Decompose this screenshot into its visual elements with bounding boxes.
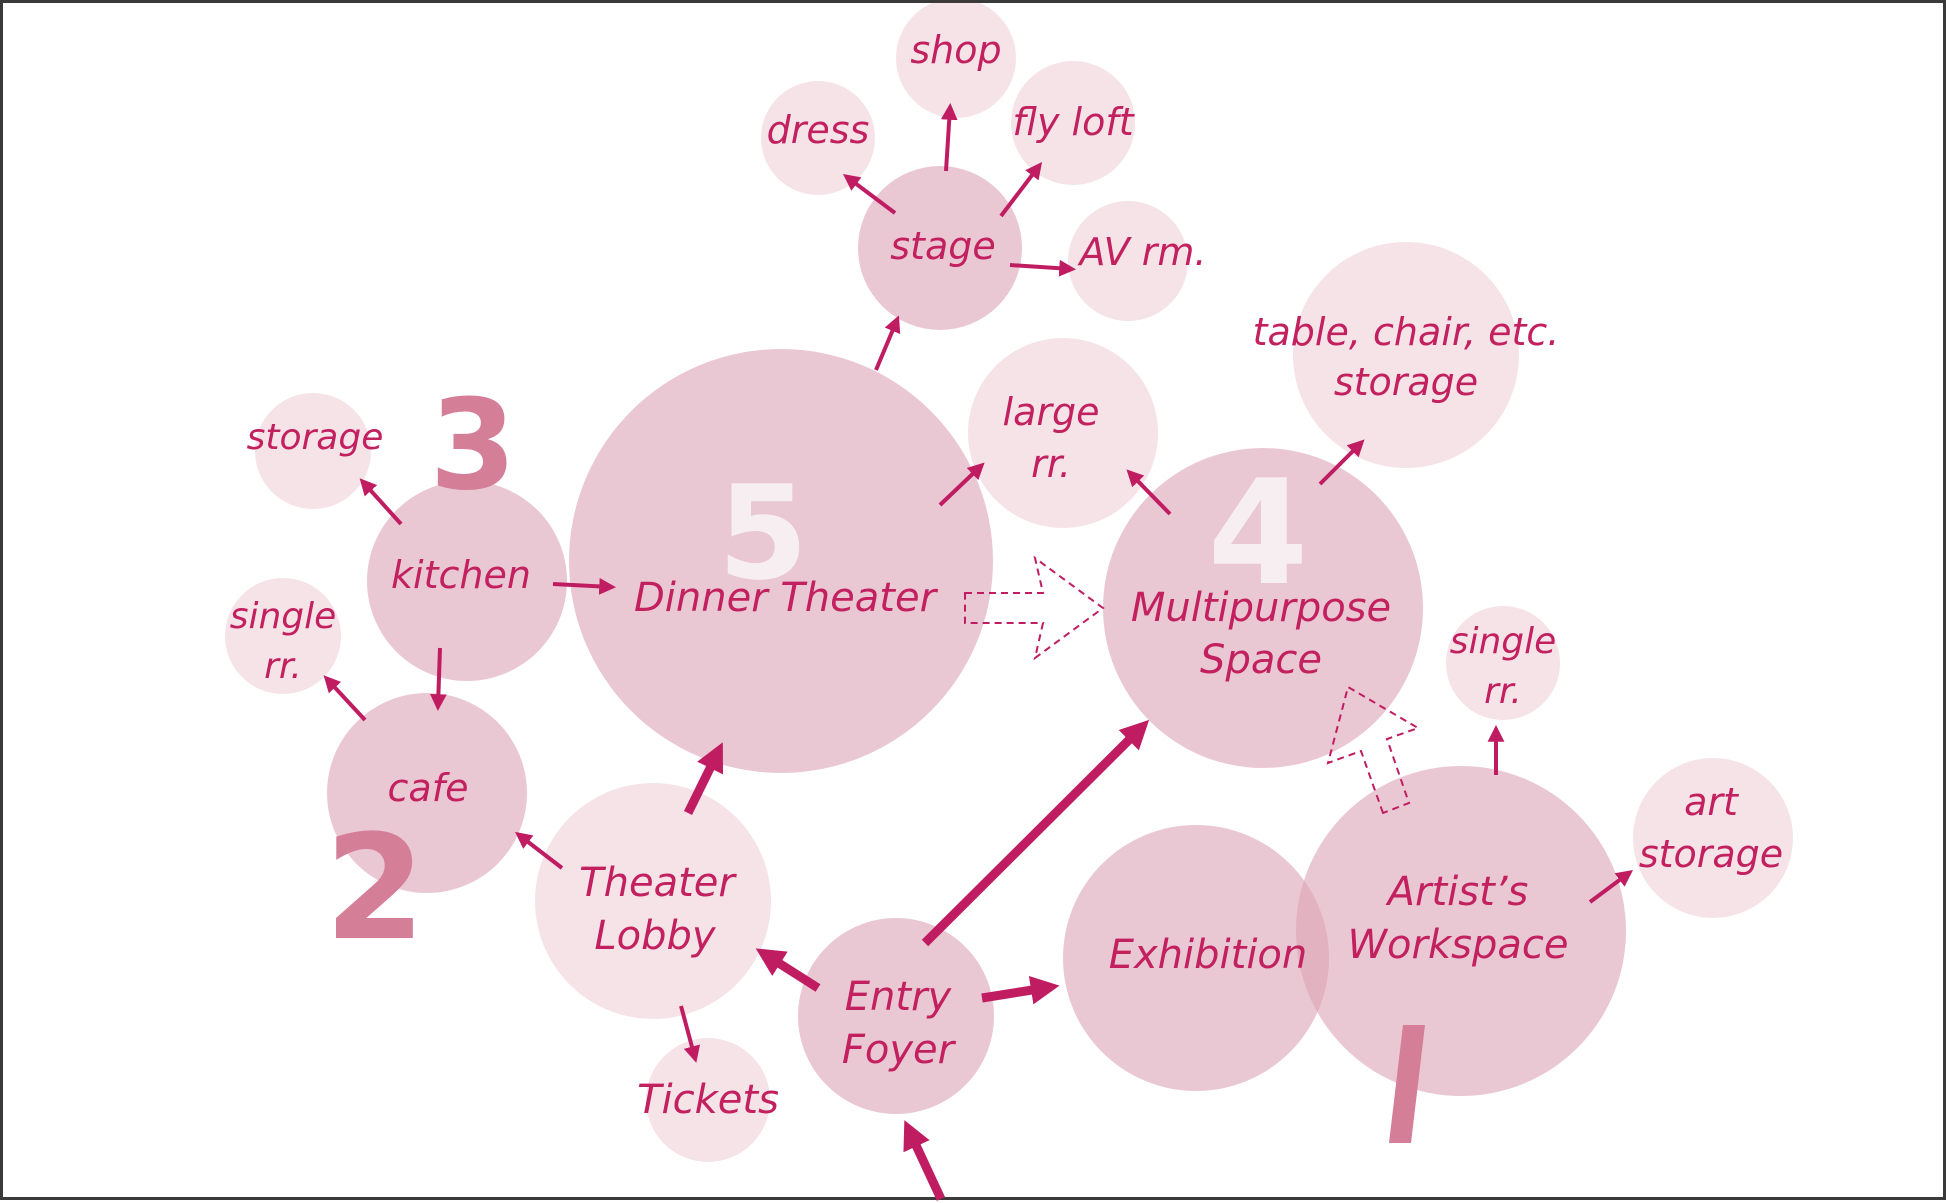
label-entry-foyer-line1: Entry bbox=[845, 974, 953, 1020]
bubble-av-room bbox=[1068, 201, 1188, 321]
bubble-storage bbox=[255, 393, 371, 509]
large-bubbles bbox=[327, 166, 1626, 1114]
label-av-room: AV rm. bbox=[1077, 230, 1207, 274]
label-theater-lobby-line2: Lobby bbox=[594, 913, 717, 959]
label-art-storage-line2: storage bbox=[1639, 832, 1783, 876]
label-table-chair-storage-line2: storage bbox=[1334, 360, 1478, 404]
bubble-dress bbox=[761, 81, 875, 195]
arrow-kitchen-to-dinner bbox=[552, 578, 617, 595]
label-multipurpose-line1: Multipurpose bbox=[1131, 585, 1391, 631]
arrow-dinner-to-large-rr bbox=[938, 462, 985, 507]
phase-number-4: 4 bbox=[1208, 449, 1309, 618]
small-bubbles bbox=[225, 3, 1793, 1162]
arrow-outside-to-foyer bbox=[903, 1120, 946, 1201]
arrow-stage-to-dress bbox=[842, 173, 897, 215]
label-artists-workspace-line1: Artist’s bbox=[1385, 869, 1529, 915]
arrow-stage-to-fly-loft bbox=[999, 161, 1043, 218]
arrow-kitchen-to-cafe bbox=[430, 647, 447, 712]
label-single-rr-left-line1: single bbox=[230, 596, 337, 637]
label-dinner-theater: Dinner Theater bbox=[634, 575, 939, 621]
label-fly-loft: fly loft bbox=[1012, 100, 1135, 144]
label-exhibition: Exhibition bbox=[1109, 932, 1308, 978]
label-theater-lobby-line1: Theater bbox=[579, 860, 737, 906]
bubble-table-chair-storage bbox=[1293, 242, 1519, 468]
label-artists-workspace-line2: Workspace bbox=[1348, 922, 1569, 968]
label-dress: dress bbox=[767, 108, 870, 152]
arrow-kitchen-to-storage bbox=[359, 478, 403, 526]
arrow-cafe-to-single-rr bbox=[323, 675, 367, 722]
bubble-cafe bbox=[327, 693, 527, 893]
bubble-kitchen bbox=[367, 481, 567, 681]
labels: shop dress fly loft stage AV rm. table, … bbox=[230, 28, 1783, 1123]
arrow-multipurpose-to-large-rr bbox=[1126, 469, 1172, 516]
bubble-artists-workspace bbox=[1296, 766, 1626, 1096]
label-table-chair-storage-line1: table, chair, etc. bbox=[1253, 310, 1560, 354]
label-multipurpose-line2: Space bbox=[1200, 637, 1322, 683]
dashed-arrow-dinner-to-multipurpose bbox=[964, 555, 1105, 661]
bubble-entry-foyer bbox=[798, 918, 994, 1114]
bubble-tickets bbox=[646, 1038, 770, 1162]
bubble-theater-lobby bbox=[535, 783, 771, 1019]
bubble-shop bbox=[896, 3, 1016, 118]
label-stage: stage bbox=[890, 224, 995, 268]
bubble-multipurpose-space bbox=[1103, 448, 1423, 768]
arrow-workspace-to-art-storage bbox=[1588, 869, 1634, 904]
arrow-foyer-to-multipurpose bbox=[921, 719, 1150, 947]
arrow-dinner-to-stage bbox=[874, 315, 901, 371]
label-storage: storage bbox=[247, 417, 384, 458]
phase-number-5: 5 bbox=[718, 457, 808, 609]
dashed-arrow-workspace-to-multipurpose bbox=[1326, 685, 1421, 815]
arrow-stage-to-shop bbox=[940, 102, 958, 172]
bubble-exhibition bbox=[1063, 825, 1329, 1091]
label-shop: shop bbox=[910, 28, 1001, 72]
bubble-diagram: 5 4 3 2 shop dress bbox=[225, 3, 1793, 1201]
arrow-lobby-to-cafe bbox=[515, 831, 564, 870]
phase-numbers: 5 4 3 2 bbox=[325, 373, 1425, 1143]
label-single-rr-right-line1: single bbox=[1450, 621, 1557, 662]
arrow-lobby-to-dinner bbox=[683, 742, 724, 815]
bubble-stage bbox=[858, 166, 1022, 330]
thick-arrows bbox=[683, 719, 1150, 1201]
arrow-foyer-to-exhibition bbox=[981, 975, 1060, 1005]
label-large-rr-line2: rr. bbox=[1031, 442, 1071, 486]
arrows bbox=[323, 102, 1634, 1063]
bubble-large-rr bbox=[968, 338, 1158, 528]
bubble-art-storage bbox=[1633, 758, 1793, 918]
bubble-single-rr-right bbox=[1446, 606, 1560, 720]
phase-number-2: 2 bbox=[325, 804, 426, 973]
arrow-stage-to-av-room bbox=[1009, 259, 1077, 277]
label-large-rr-line1: large bbox=[1003, 390, 1100, 434]
label-tickets: Tickets bbox=[637, 1077, 779, 1123]
label-kitchen: kitchen bbox=[391, 553, 531, 597]
bubble-dinner-theater bbox=[569, 349, 993, 773]
bubble-fly-loft bbox=[1011, 61, 1135, 185]
bubble-single-rr-left bbox=[225, 578, 341, 694]
phase-number-3: 3 bbox=[430, 373, 517, 518]
dashed-arrows bbox=[964, 555, 1421, 815]
label-entry-foyer-line2: Foyer bbox=[842, 1027, 957, 1073]
label-single-rr-right-line2: rr. bbox=[1484, 671, 1522, 712]
label-single-rr-left-line2: rr. bbox=[264, 646, 302, 687]
arrow-lobby-to-tickets bbox=[679, 1005, 701, 1063]
label-art-storage-line1: art bbox=[1684, 780, 1740, 824]
phase-number-1 bbox=[1389, 1025, 1425, 1143]
arrow-foyer-to-lobby bbox=[755, 948, 821, 992]
arrow-multipurpose-to-table-storage bbox=[1318, 439, 1365, 486]
label-cafe: cafe bbox=[388, 766, 469, 810]
